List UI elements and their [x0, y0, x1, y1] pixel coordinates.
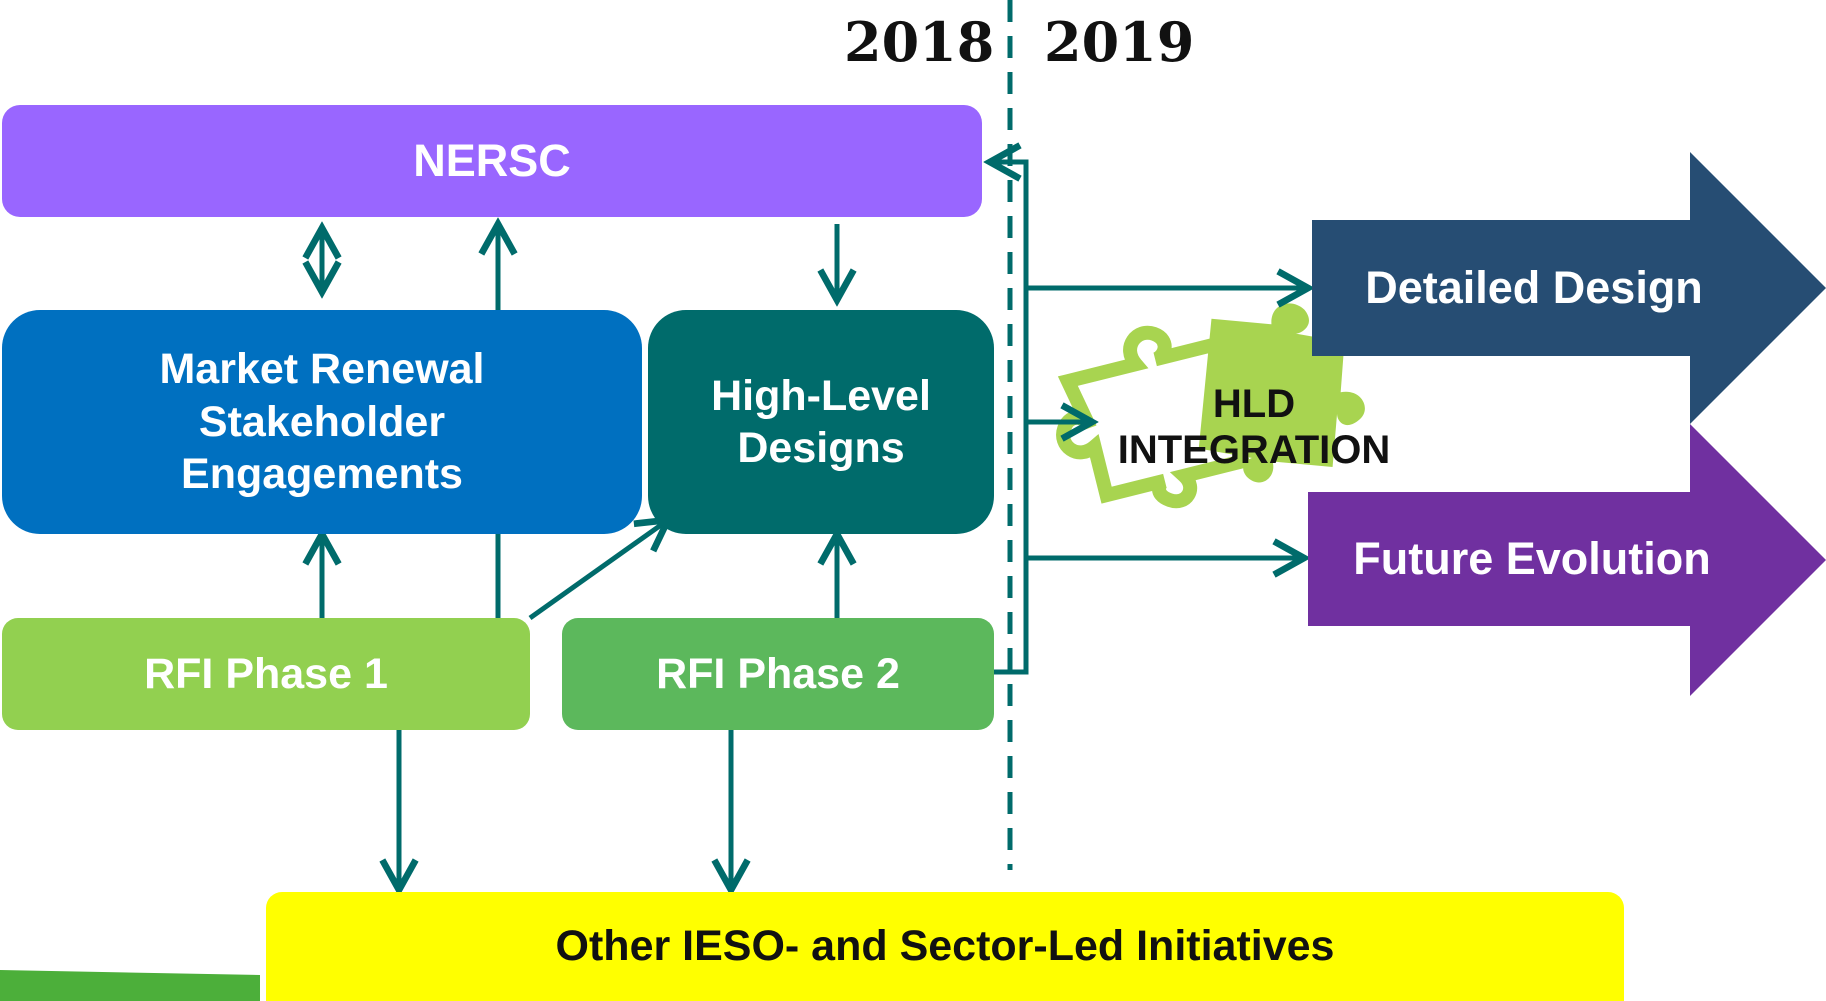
- initiatives-box: Other IESO- and Sector-Led Initiatives: [266, 892, 1624, 1001]
- hld-label: High-Level Designs: [711, 371, 931, 472]
- future-evolution-label: Future Evolution: [1308, 492, 1756, 626]
- hld-box: High-Level Designs: [648, 310, 994, 534]
- detailed-design-arrow: [1312, 152, 1826, 424]
- stakeholder-label: Market Renewal Stakeholder Engagements: [159, 345, 485, 499]
- nersc-box: NERSC: [2, 105, 982, 217]
- hld-integration-text: HLD INTEGRATION: [1117, 382, 1391, 472]
- detailed-design-text: Detailed Design: [1365, 261, 1703, 313]
- initiatives-label: Other IESO- and Sector-Led Initiatives: [555, 922, 1335, 971]
- year-2018-label: 2018: [844, 10, 995, 74]
- rfi-phase-2-box: RFI Phase 2: [562, 618, 994, 730]
- stakeholder-box: Market Renewal Stakeholder Engagements: [2, 310, 642, 534]
- connector-rfi1-hld: [528, 520, 668, 621]
- corner-swoosh: [0, 970, 260, 1001]
- nersc-label: NERSC: [413, 134, 571, 186]
- connector-rfi2-bus: [990, 162, 1029, 675]
- future-evolution-text: Future Evolution: [1353, 532, 1711, 584]
- hld-integration-label: HLD INTEGRATION: [1094, 374, 1414, 480]
- detailed-design-label: Detailed Design: [1312, 220, 1756, 356]
- rfi-phase-1-box: RFI Phase 1: [2, 618, 530, 730]
- rfi-phase-1-label: RFI Phase 1: [144, 649, 388, 698]
- rfi-phase-2-label: RFI Phase 2: [656, 649, 900, 698]
- future-evolution-arrow: [1308, 424, 1826, 696]
- year-2019-label: 2019: [1044, 10, 1195, 74]
